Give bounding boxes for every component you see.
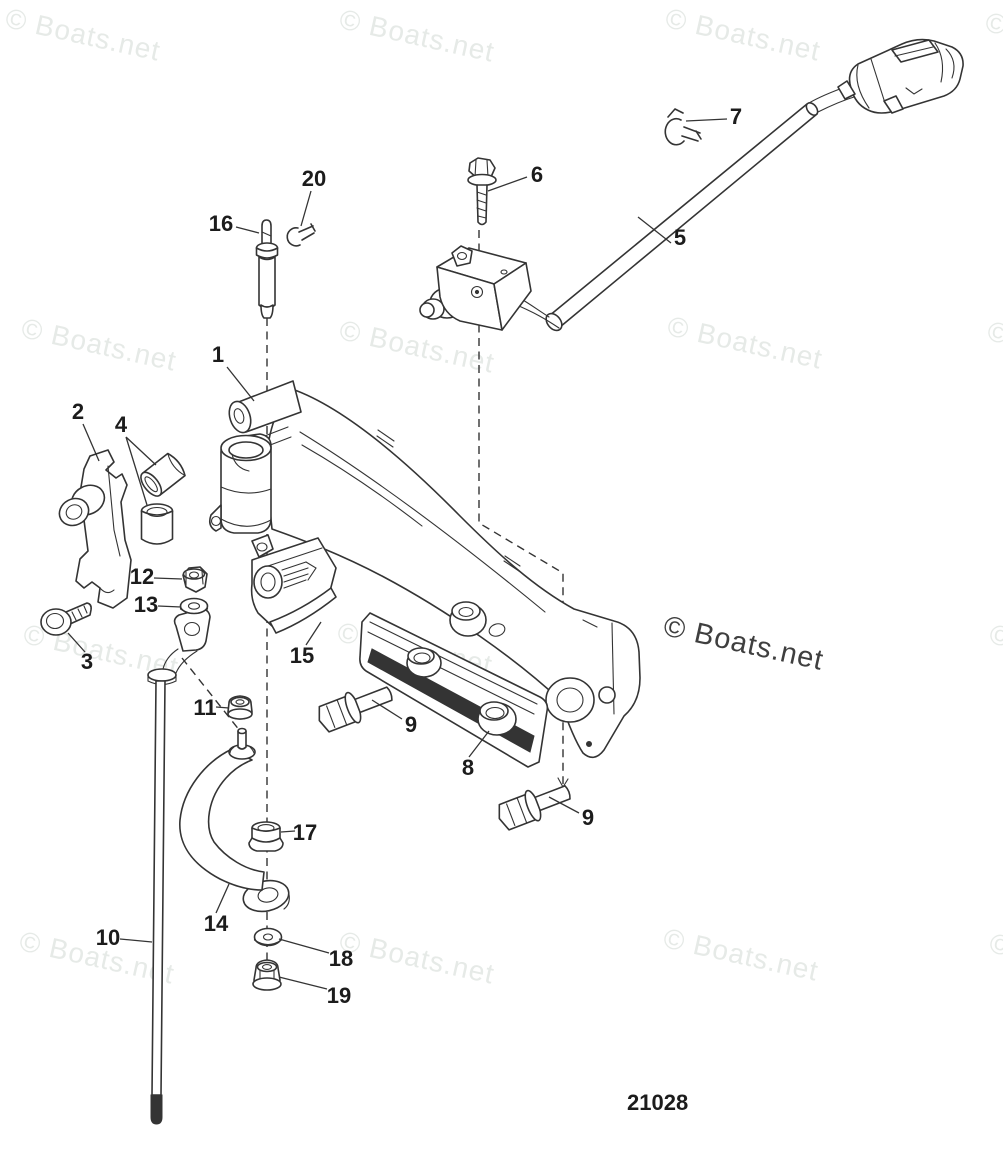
part-19-flange-locknut xyxy=(252,959,282,991)
part-12-nut xyxy=(182,566,208,593)
callout-11: 11 xyxy=(193,695,217,720)
callout-14: 14 xyxy=(203,911,229,936)
callout-13: 13 xyxy=(133,592,159,617)
part-15-actuator-lever xyxy=(250,534,337,634)
callout-8: 8 xyxy=(461,755,475,780)
part-8-channel-bracket xyxy=(359,612,549,768)
part-13-washer xyxy=(179,597,209,615)
callout-12: 12 xyxy=(129,564,155,589)
part-9-bolt-lower xyxy=(498,785,571,831)
callout-15: 15 xyxy=(289,643,315,668)
callout-3: 3 xyxy=(80,649,94,674)
callout-5: 5 xyxy=(673,225,687,250)
callout-20: 20 xyxy=(301,166,327,191)
callout-6: 6 xyxy=(530,162,544,187)
part-9-bolt-upper xyxy=(318,686,393,733)
part-2-bracket xyxy=(58,449,132,609)
callout-2: 2 xyxy=(71,399,85,424)
callout-1: 1 xyxy=(211,342,225,367)
callout-18: 18 xyxy=(328,946,354,971)
callout-19: 19 xyxy=(326,983,352,1008)
callout-4: 4 xyxy=(114,412,128,437)
part-5-shift-cable xyxy=(513,85,855,332)
part-11-flange-nut xyxy=(227,695,253,720)
cable-connector xyxy=(837,38,964,114)
part-17-bushing xyxy=(248,821,284,852)
part-7-cable-clip xyxy=(664,108,702,146)
callout-16: 16 xyxy=(208,211,234,236)
drawing-number: 21028 xyxy=(627,1090,689,1115)
part-1-shift-bracket xyxy=(209,380,641,759)
callout-17: 17 xyxy=(292,820,318,845)
part-16-anchor-stud xyxy=(255,219,279,319)
part-20-clip xyxy=(286,223,316,247)
neutral-switch xyxy=(419,245,532,331)
part-6-bolt xyxy=(467,157,497,226)
part-10-link-rod xyxy=(147,608,211,1125)
callout-9a: 9 xyxy=(404,712,418,737)
callout-7: 7 xyxy=(729,104,743,129)
callout-10: 10 xyxy=(95,925,121,950)
part-14-shift-arm xyxy=(179,727,290,913)
part-3-screw xyxy=(40,602,92,636)
leader-lines xyxy=(67,118,728,990)
callout-9b: 9 xyxy=(581,805,595,830)
part-18-washer xyxy=(253,927,283,947)
part-4-bushings xyxy=(140,452,186,545)
